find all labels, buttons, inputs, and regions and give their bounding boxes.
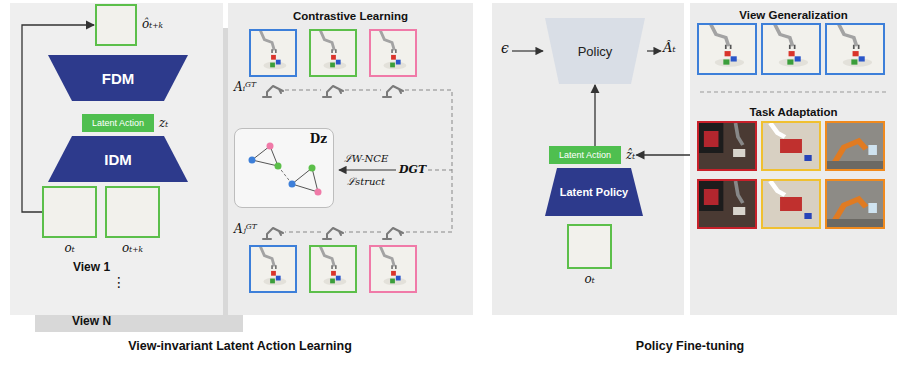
- robot-icons: [263, 86, 403, 239]
- encoder-block: IDM: [48, 136, 188, 182]
- action-arrow: [647, 50, 661, 51]
- node-text: IDM: [104, 151, 132, 168]
- action-label: Aᵢᴳᵀ: [234, 80, 256, 94]
- latent-action: Latent Action zₜ: [82, 114, 168, 132]
- observation-image: oₜ: [42, 186, 97, 238]
- action-label: Âₜ: [663, 40, 676, 55]
- loss-arrow: [339, 169, 396, 170]
- separator: [700, 92, 886, 93]
- node-text: zₜ: [159, 116, 168, 130]
- latent-space-box: Dz: [234, 128, 334, 208]
- node-text: ẑₜ: [626, 148, 635, 162]
- node-text: Dz: [310, 132, 327, 146]
- trapezoid-fill: [545, 18, 645, 84]
- view-card: View 1ôₜ₊ₖFDMLatent ActionzₜIDMoₜoₜ₊ₖ: [10, 3, 223, 315]
- action-label: Aⱼᴳᵀ: [234, 222, 257, 236]
- node-text: Policy: [578, 44, 613, 59]
- caption: View-invariant Latent Action Learning: [128, 339, 352, 353]
- connector-arrow: [22, 25, 94, 212]
- contrastive-frames: [250, 30, 416, 292]
- node-text: Latent Action: [549, 146, 621, 164]
- loss-label: ℒW-NCE: [344, 151, 389, 165]
- node-text: FDM: [102, 70, 135, 87]
- connector-arrow: [636, 154, 690, 155]
- caption: Policy Fine-tuning: [636, 339, 744, 353]
- dashed-link: [285, 90, 452, 232]
- observation-image: oₜ: [567, 224, 612, 269]
- task-adaptation-images: [698, 122, 884, 228]
- observation-image: oₜ₊ₖ: [105, 186, 160, 238]
- node-text: oₜ₊ₖ: [122, 241, 143, 255]
- node-text: Latent Policy: [560, 186, 628, 198]
- policy-panel: [492, 3, 684, 315]
- trapezoid-fill: [545, 168, 643, 216]
- decoder-block: FDM: [48, 55, 188, 101]
- noise-arrow: [512, 50, 543, 51]
- node-text: ôₜ₊ₖ: [142, 17, 163, 31]
- noise-label: ϵ: [501, 40, 509, 56]
- policy-block: Policy: [545, 18, 645, 84]
- latent-policy-block: Latent Policy: [545, 168, 643, 216]
- trapezoid-fill: [48, 55, 188, 101]
- node-text: oₜ: [64, 241, 74, 255]
- latent-action: Latent Action ẑₜ: [549, 146, 635, 164]
- ellipsis: ⋮: [112, 274, 126, 290]
- observation-image: ôₜ₊ₖ: [95, 4, 137, 46]
- node-text: oₜ: [584, 272, 594, 286]
- connector-arrow: [594, 85, 595, 146]
- node-text: Contrastive Learning: [293, 10, 408, 22]
- node-text: View Generalization: [739, 9, 847, 21]
- loss-label: ℒstruct: [347, 174, 385, 188]
- trapezoid-fill: [48, 136, 188, 182]
- node-text: View N: [72, 314, 111, 328]
- node-text: Task Adaptation: [749, 106, 837, 118]
- node-text: View 1: [73, 260, 110, 274]
- view-generalization-images: [698, 24, 884, 74]
- distance-label: DGT: [399, 163, 426, 176]
- node-text: Latent Action: [82, 114, 154, 132]
- latent-graph: [249, 143, 322, 196]
